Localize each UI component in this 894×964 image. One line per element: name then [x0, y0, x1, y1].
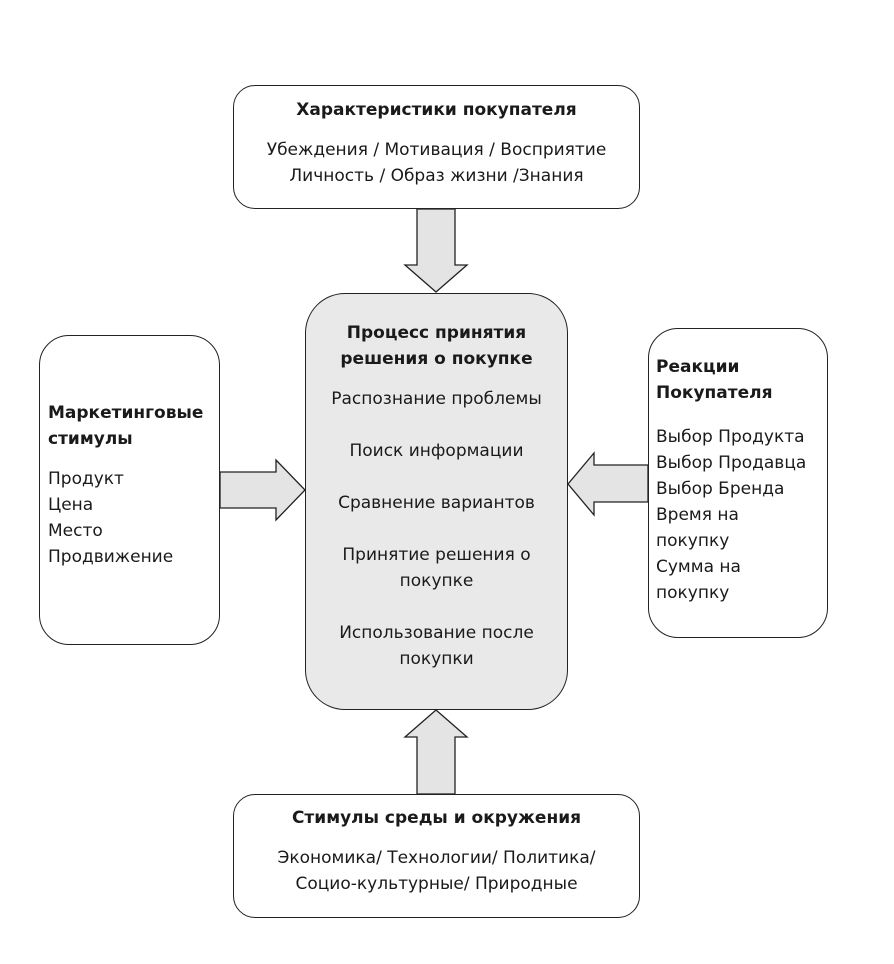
buyer-characteristics-line-1: Убеждения / Мотивация / Восприятие — [266, 140, 607, 160]
buyer-responses-box: Реакции Покупателя Выбор Продукта Выбор … — [648, 328, 828, 638]
decision-step: Использование после покупки — [339, 623, 534, 669]
marketing-stimuli-box: Маркетинговые стимулы Продукт Цена Место… — [39, 335, 220, 645]
environment-stimuli-box: Стимулы среды и окружения Экономика/ Тех… — [233, 794, 640, 918]
decision-step: Сравнение вариантов — [338, 493, 535, 513]
buyer-response-item: Время на покупку — [656, 505, 739, 551]
decision-step: Поиск информации — [349, 441, 524, 461]
environment-stimuli-line-1: Экономика/ Технологии/ Политика/ — [277, 848, 596, 868]
buyer-response-item: Сумма на покупку — [656, 557, 741, 603]
environment-stimuli-title: Стимулы среды и окружения — [291, 808, 582, 828]
buyer-characteristics-box: Характеристики покупателя Убеждения / Мо… — [233, 85, 640, 209]
arrow-up-icon — [403, 709, 469, 795]
decision-step: Принятие решения о покупке — [342, 545, 531, 591]
decision-process-title: Процесс принятия решения о покупке — [340, 323, 533, 369]
marketing-stimulus-item: Продукт — [48, 469, 124, 489]
decision-step: Распознание проблемы — [331, 389, 542, 409]
buyer-response-item: Выбор Бренда — [656, 479, 785, 499]
buyer-response-item: Выбор Продукта — [656, 427, 805, 447]
marketing-stimulus-item: Место — [48, 521, 103, 541]
marketing-stimuli-title: Маркетинговые стимулы — [48, 403, 204, 449]
buyer-response-item: Выбор Продавца — [656, 453, 807, 473]
arrow-left-icon — [567, 451, 649, 517]
buyer-characteristics-title: Характеристики покупателя — [296, 100, 577, 120]
marketing-stimulus-item: Цена — [48, 495, 94, 515]
buyer-responses-title: Реакции Покупателя — [656, 357, 773, 403]
buyer-characteristics-line-2: Личность / Образ жизни /Знания — [289, 166, 584, 186]
environment-stimuli-line-2: Социо-культурные/ Природные — [295, 874, 578, 894]
arrow-down-icon — [403, 208, 469, 293]
arrow-right-icon — [219, 458, 306, 522]
decision-process-box: Процесс принятия решения о покупке Распо… — [305, 293, 568, 710]
marketing-stimulus-item: Продвижение — [48, 547, 174, 567]
